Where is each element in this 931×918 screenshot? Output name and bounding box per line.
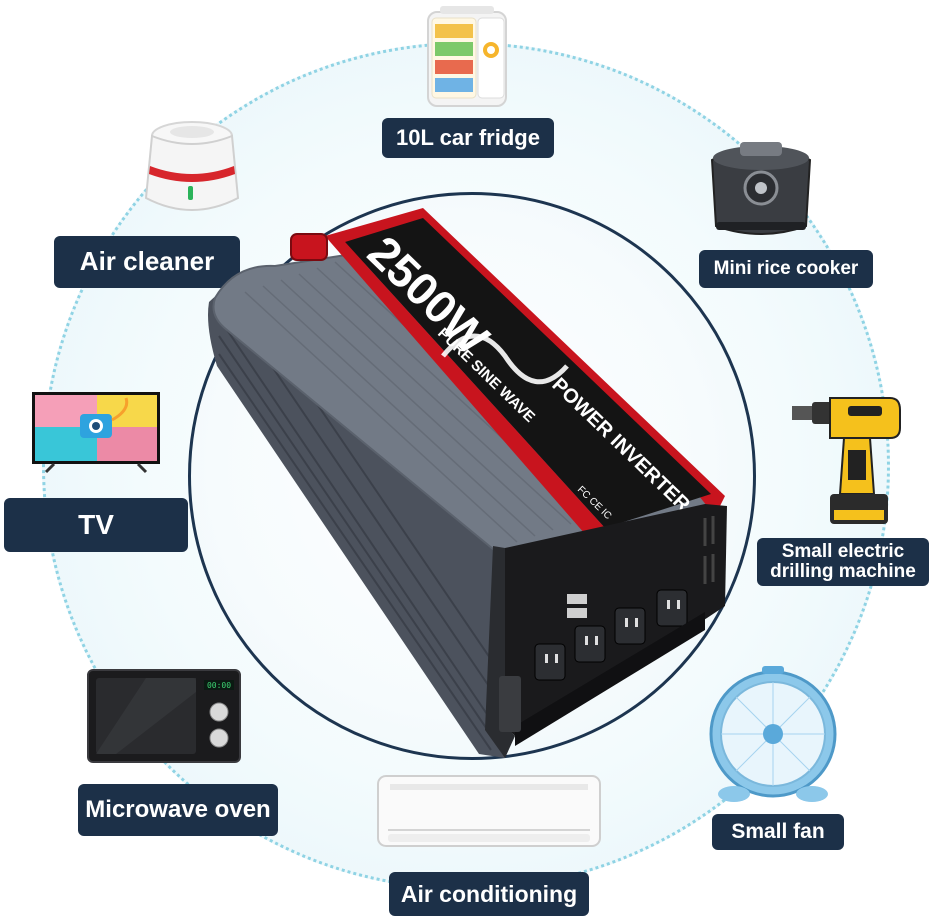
- car-fridge-image: [427, 6, 507, 107]
- battery-terminal: [499, 676, 521, 732]
- ac-outlet-2[interactable]: [574, 625, 606, 663]
- label-drill: Small electric drilling machine: [757, 538, 929, 586]
- label-car-fridge: 10L car fridge: [382, 118, 554, 158]
- label-air-cleaner: Air cleaner: [54, 236, 240, 288]
- label-fan: Small fan: [712, 814, 844, 850]
- microwave-image: 00:00: [87, 669, 241, 763]
- label-tv-text: TV: [78, 509, 114, 541]
- fan-image: [709, 666, 837, 802]
- label-fan-text: Small fan: [731, 819, 825, 843]
- inverter-side-panel: [208, 284, 515, 758]
- front-vents: [703, 516, 715, 584]
- ac-outlet-3[interactable]: [614, 607, 646, 645]
- label-air-conditioner-text: Air conditioning: [400, 880, 578, 907]
- mounting-bracket: [515, 612, 705, 746]
- label-microwave: Microwave oven: [78, 784, 278, 836]
- drill-image: [792, 397, 901, 524]
- usb-port-2[interactable]: [567, 608, 587, 618]
- usb-port-1[interactable]: [567, 594, 587, 604]
- power-inverter-image: 2500W PURE SINE WAVE POWER INVERTER FC C…: [208, 208, 727, 758]
- power-switch[interactable]: [290, 233, 328, 261]
- label-rice-cooker: Mini rice cooker: [699, 250, 873, 288]
- tv-image: [32, 392, 160, 474]
- ac-outlet-1[interactable]: [534, 643, 566, 681]
- inverter-label-panel: [345, 218, 711, 528]
- air-conditioner-image: [377, 775, 601, 847]
- label-drill-line1: Small electric: [781, 541, 905, 563]
- air-cleaner-image: [144, 121, 240, 211]
- label-microwave-text: Microwave oven: [85, 796, 271, 824]
- label-rice-cooker-text: Mini rice cooker: [713, 258, 859, 280]
- ac-outlets: [534, 589, 688, 681]
- label-car-fridge-text: 10L car fridge: [396, 125, 540, 151]
- ac-outlet-4[interactable]: [656, 589, 688, 627]
- microwave-display-text: 00:00: [207, 681, 231, 690]
- sine-wave-graphic: [441, 333, 569, 385]
- label-air-conditioner: Air conditioning: [389, 872, 589, 916]
- label-tv: TV: [4, 498, 188, 552]
- rice-cooker-image: [710, 142, 812, 235]
- label-air-cleaner-text: Air cleaner: [79, 246, 215, 277]
- label-drill-line2: drilling machine: [770, 561, 916, 582]
